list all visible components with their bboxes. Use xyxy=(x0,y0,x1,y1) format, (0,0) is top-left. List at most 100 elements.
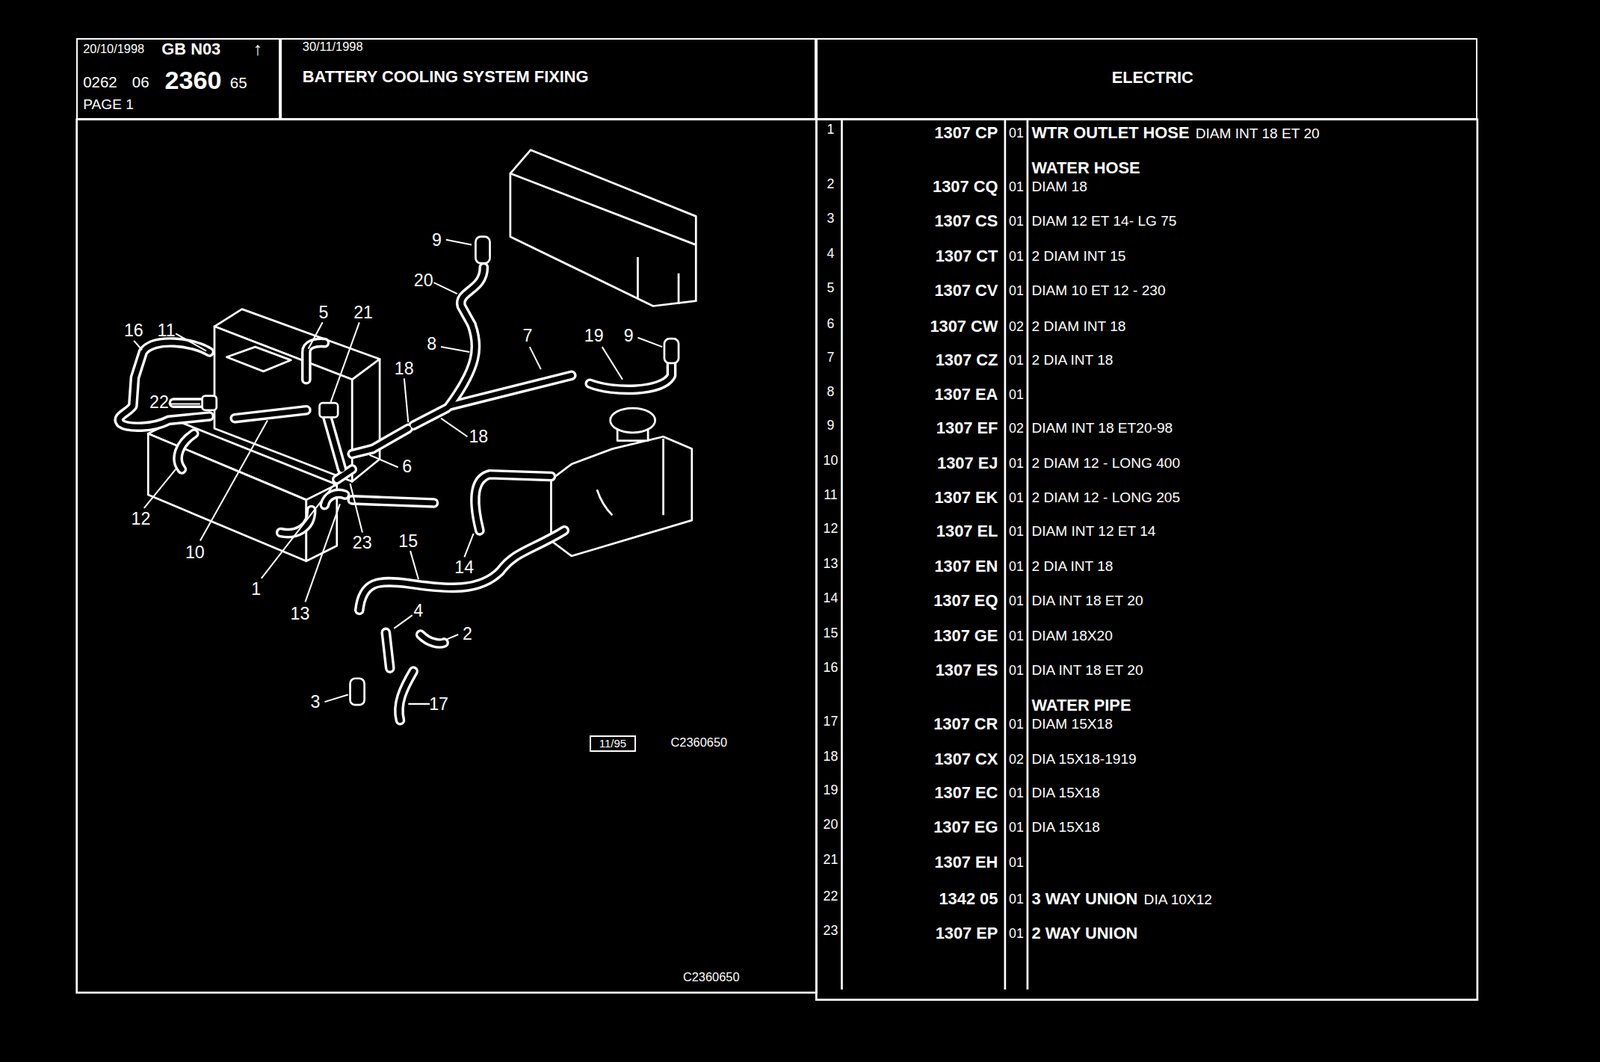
description: 2 DIAM INT 18 xyxy=(1031,319,1126,335)
union xyxy=(319,402,339,418)
callout-number: 12 xyxy=(131,508,151,527)
part-reference: 1307 CV xyxy=(934,282,998,300)
row-number: 20 xyxy=(823,817,839,832)
battery-cover xyxy=(226,346,291,372)
callout-number: 8 xyxy=(426,334,437,353)
leader-lines xyxy=(133,239,663,704)
description: DIAM INT 18 ET 20 xyxy=(1195,126,1320,142)
callout-number: 10 xyxy=(185,543,205,562)
part-reference: 1307 EQ xyxy=(933,592,998,610)
quantity: 01 xyxy=(1008,214,1024,229)
quantity: 01 xyxy=(1008,628,1024,643)
expansion-tank xyxy=(550,408,692,557)
callout-number: 13 xyxy=(290,603,311,622)
quantity: 01 xyxy=(1008,490,1024,506)
description: DIAM INT 12 ET 14 xyxy=(1031,523,1156,539)
part-reference: 1307 CX xyxy=(934,750,998,768)
row-number: 2 xyxy=(827,176,835,191)
body-panel xyxy=(510,150,696,307)
tank-body xyxy=(550,436,692,557)
drawing-code: C2360650 xyxy=(683,970,740,984)
clip xyxy=(475,236,490,264)
row-number: 7 xyxy=(827,350,835,365)
drawing-code: C2360650 xyxy=(671,736,728,749)
row-number: 5 xyxy=(827,280,835,296)
description: 2 DIA INT 18 xyxy=(1031,558,1113,574)
quantity: 01 xyxy=(1008,125,1024,140)
part-reference: 1307 CS xyxy=(934,212,998,231)
part-reference: 1307 EC xyxy=(934,783,998,802)
table-heading: WATER HOSE xyxy=(1031,159,1140,178)
callout-number: 15 xyxy=(398,531,418,550)
quantity: 01 xyxy=(1008,786,1024,801)
row-number: 19 xyxy=(823,783,839,798)
callout-number: 1 xyxy=(251,579,261,598)
quantity: 01 xyxy=(1008,892,1024,907)
header-text: GB N03 xyxy=(161,41,221,59)
callout-number: 23 xyxy=(352,533,373,552)
header-text: 2360 xyxy=(164,68,222,95)
description: 2 DIAM 12 - LONG 205 xyxy=(1031,490,1181,506)
header-box: 30/11/1998BATTERY COOLING SYSTEM FIXING xyxy=(280,38,817,120)
header-text: 11/95 xyxy=(599,737,627,750)
description: WTR OUTLET HOSE xyxy=(1031,124,1189,142)
quantity: 01 xyxy=(1008,663,1024,678)
row-number: 6 xyxy=(827,316,835,332)
row-number: 21 xyxy=(823,851,839,867)
callout-number: 9 xyxy=(624,326,634,345)
callout-number: 16 xyxy=(124,321,144,340)
callout-number: 19 xyxy=(584,326,604,345)
body-edge xyxy=(510,173,696,305)
row-number: 13 xyxy=(823,556,839,571)
part-reference: 1307 EG xyxy=(933,819,998,837)
union xyxy=(202,396,217,411)
header-text: PAGE 1 xyxy=(82,97,134,113)
header-box: 11/95 xyxy=(589,735,636,752)
description: 2 DIAM 12 - LONG 400 xyxy=(1031,455,1181,471)
header-text: 06 xyxy=(132,73,150,91)
quantity: 01 xyxy=(1008,820,1024,835)
header-box: ELECTRIC xyxy=(816,38,1478,120)
description: 2 WAY UNION xyxy=(1031,925,1138,943)
row-number: 17 xyxy=(823,714,839,729)
quantity: 01 xyxy=(1008,387,1024,403)
part-reference: 1342 05 xyxy=(938,890,998,908)
quantity: 01 xyxy=(1008,248,1024,264)
callout-number: 14 xyxy=(454,558,474,577)
quantity: 01 xyxy=(1008,559,1024,574)
description: DIA 15X18-1919 xyxy=(1031,751,1136,767)
part-reference: 1307 CQ xyxy=(932,177,998,196)
row-number: 14 xyxy=(823,591,839,606)
row-number: 3 xyxy=(827,211,835,226)
quantity: 02 xyxy=(1008,319,1024,335)
header-text: 30/11/1998 xyxy=(302,41,364,54)
quantity: 01 xyxy=(1008,180,1024,195)
part-reference: 1307 GE xyxy=(933,626,998,645)
row-number: 16 xyxy=(823,660,839,675)
description: DIA 15X18 xyxy=(1031,819,1100,835)
callout-number: 11 xyxy=(157,321,176,340)
row-number: 11 xyxy=(823,487,837,503)
callout-number: 9 xyxy=(431,230,442,249)
row-number: 9 xyxy=(827,418,835,433)
description: 3 WAY UNION xyxy=(1031,890,1138,908)
quantity: 01 xyxy=(1008,594,1024,609)
part-reference: 1307 EH xyxy=(934,853,998,871)
callout-number: 5 xyxy=(318,303,329,322)
callout-number: 22 xyxy=(149,393,169,412)
part-reference: 1307 EK xyxy=(934,489,998,507)
part-reference: 1307 EF xyxy=(936,419,999,438)
callout-number: 18 xyxy=(394,359,415,378)
row-number: 22 xyxy=(823,889,839,904)
quantity: 01 xyxy=(1008,854,1024,870)
description: DIA INT 18 ET 20 xyxy=(1031,662,1143,678)
quantity: 02 xyxy=(1008,421,1024,436)
quantity: 01 xyxy=(1008,926,1024,941)
quantity: 01 xyxy=(1008,283,1024,299)
header-box: 20/10/1998GB N03↑026206236065PAGE 1 xyxy=(76,38,281,120)
